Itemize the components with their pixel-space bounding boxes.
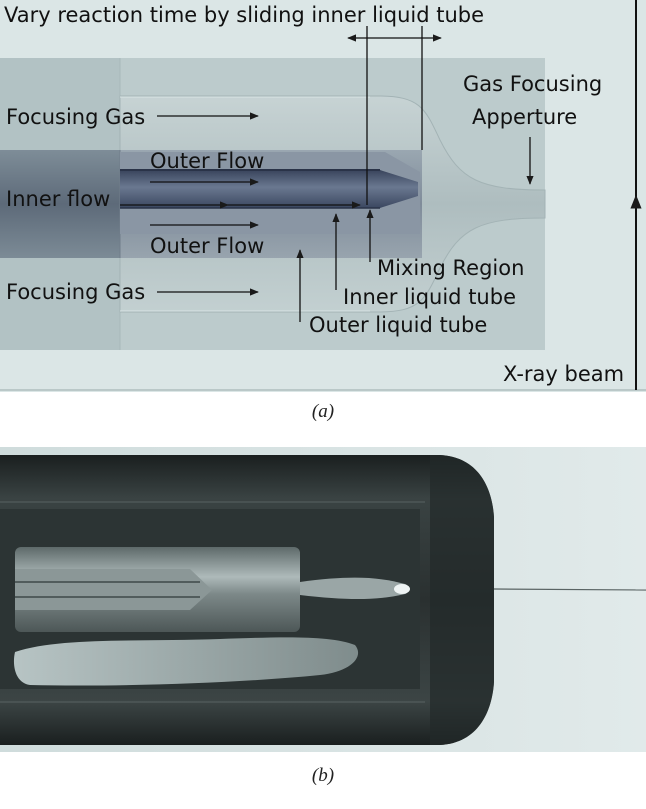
- label-inner-flow: Inner flow: [6, 187, 110, 211]
- panel-b: [0, 447, 646, 752]
- caption-b-text: (b): [311, 765, 335, 786]
- label-inner-liquid-tube: Inner liquid tube: [343, 285, 516, 309]
- caption-b: (b): [0, 765, 646, 787]
- label-xray-beam: X-ray beam: [503, 362, 624, 386]
- caption-a-text: (a): [311, 401, 335, 422]
- mixing-bright-spot: [300, 577, 409, 600]
- nozzle-schematic: Vary reaction time by sliding inner liqu…: [0, 0, 646, 392]
- label-mixing-region: Mixing Region: [377, 256, 524, 280]
- label-gas-focusing-line2: Apperture: [472, 105, 577, 129]
- gas-cloud: [13, 637, 359, 686]
- label-focusing-gas-bottom: Focusing Gas: [6, 280, 145, 304]
- label-gas-focusing-line1: Gas Focusing: [463, 72, 602, 96]
- outer-liquid-tube-left: [0, 150, 120, 258]
- inner-capillary-photo: [15, 569, 212, 610]
- nozzle-tip-shade: [430, 455, 494, 745]
- label-outer-flow-top: Outer Flow: [150, 149, 264, 173]
- label-focusing-gas-top: Focusing Gas: [6, 105, 145, 129]
- caption-a: (a): [0, 401, 646, 423]
- label-outer-liquid-tube: Outer liquid tube: [309, 313, 487, 337]
- title-label: Vary reaction time by sliding inner liqu…: [4, 3, 484, 27]
- label-outer-flow-bottom: Outer Flow: [150, 234, 264, 258]
- nozzle-photograph: [0, 447, 646, 752]
- jet-origin: [394, 584, 410, 594]
- inner-liquid-tube-core: [120, 170, 418, 208]
- panel-a: Vary reaction time by sliding inner liqu…: [0, 0, 646, 392]
- liquid-jet: [493, 588, 646, 591]
